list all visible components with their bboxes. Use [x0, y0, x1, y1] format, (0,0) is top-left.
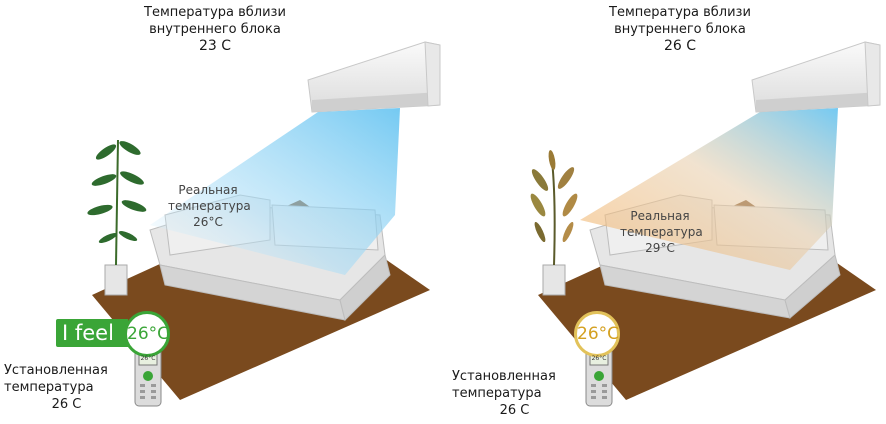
- right-real-temp-value: 29°C: [645, 241, 675, 255]
- left-real-temp: Реальная температура 26°C: [168, 182, 251, 230]
- left-real-temp-value: 26°C: [193, 215, 223, 229]
- left-set-temp-line2: температура: [4, 380, 94, 395]
- right-set-temp-value: 26 C: [499, 403, 530, 418]
- right-set-temp-label: Установленная температура 26 C: [452, 368, 577, 419]
- right-unit-temp-value: 26 C: [663, 38, 697, 54]
- left-real-temp-line1: Реальная: [178, 183, 238, 197]
- i-feel-banner: I feel: [56, 319, 128, 347]
- right-real-temp: Реальная температура 29°C: [620, 208, 703, 256]
- right-set-temp-line2: температура: [452, 386, 542, 401]
- mixed-air-stream: [580, 108, 838, 270]
- right-real-temp-line1: Реальная: [630, 209, 690, 223]
- left-set-temp-line1: Установленная: [4, 363, 108, 378]
- right-set-temp-line1: Установленная: [452, 369, 556, 384]
- left-set-temp-badge: 26°C: [124, 311, 170, 357]
- left-set-temp-value: 26 C: [51, 397, 82, 412]
- right-unit-temp-line1: Температура вблизи: [609, 5, 751, 20]
- healthy-plant: [87, 139, 147, 296]
- left-set-temp-label: Установленная температура 26 C: [4, 362, 129, 413]
- right-scene: [530, 41, 881, 407]
- left-unit-temp-value: 23 C: [198, 38, 232, 54]
- left-unit-temp-line2: внутреннего блока: [149, 22, 281, 37]
- remote-control: [134, 347, 162, 407]
- left-unit-temp-line1: Температура вблизи: [144, 5, 286, 20]
- ac-indoor-unit: [751, 41, 881, 113]
- left-unit-temp-label: Температура вблизи внутреннего блока 23 …: [135, 4, 295, 55]
- right-real-temp-line2: температура: [620, 225, 703, 239]
- ac-indoor-unit: [307, 41, 441, 113]
- right-remote-display: 26°C: [591, 355, 607, 362]
- left-scene: [87, 41, 441, 407]
- right-unit-temp-label: Температура вблизи внутреннего блока 26 …: [600, 4, 760, 55]
- right-set-temp-badge: 26°C: [574, 311, 620, 357]
- wilted-plant: [530, 150, 578, 296]
- left-real-temp-line2: температура: [168, 199, 251, 213]
- right-unit-temp-line2: внутреннего блока: [614, 22, 746, 37]
- cool-air-stream: [150, 108, 400, 275]
- left-remote-display: 26°C: [140, 355, 156, 362]
